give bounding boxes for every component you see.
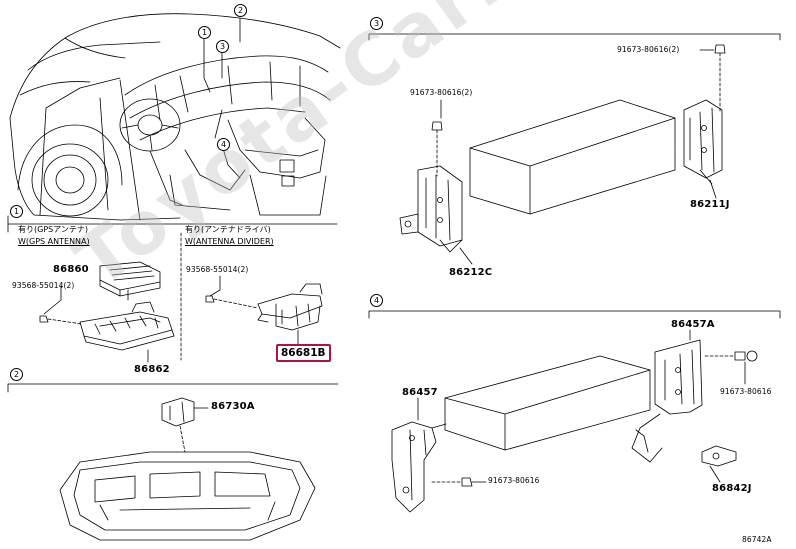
part-86457a[interactable]: 86457A xyxy=(671,319,715,330)
receiver-box-4 xyxy=(444,355,651,451)
clip-86842j-drawing xyxy=(701,445,737,483)
bolt-93568-left xyxy=(39,315,83,325)
gps-antenna-drawing xyxy=(99,261,161,297)
section-marker-2: 2 xyxy=(10,368,23,381)
car-interior-illustration xyxy=(9,13,341,221)
divider-variant-jp: 有り(アンテナドライバ) xyxy=(185,225,271,234)
bolt-91673-right xyxy=(704,350,758,362)
callout-1: 1 xyxy=(198,26,211,39)
part-86862[interactable]: 86862 xyxy=(134,364,170,375)
part-86212c[interactable]: 86212C xyxy=(449,267,493,278)
part-86457[interactable]: 86457 xyxy=(402,387,438,398)
section-marker-3: 3 xyxy=(370,17,383,30)
part-91673-bottom[interactable]: 91673-80616 xyxy=(488,476,540,485)
part-91673-left[interactable]: 91673-80616(2) xyxy=(410,88,473,97)
bracket-86457-drawing xyxy=(391,421,447,513)
gps-variant-jp: 有り(GPSアンテナ) xyxy=(18,225,89,234)
divider-variant-en: W(ANTENNA DIVIDER) xyxy=(185,237,274,246)
antenna-divider-drawing xyxy=(257,283,323,331)
section-marker-4: 4 xyxy=(370,294,383,307)
callout-2: 2 xyxy=(234,4,247,17)
part-86681b-highlighted[interactable]: 86681B xyxy=(276,344,331,362)
gps-variant-en: W(GPS ANTENNA) xyxy=(18,237,90,246)
part-91673-top[interactable]: 91673-80616(2) xyxy=(617,45,680,54)
callout-3: 3 xyxy=(216,40,229,53)
part-91673-right[interactable]: 91673-80616 xyxy=(720,387,772,396)
section-marker-1: 1 xyxy=(10,205,23,218)
switch-86730a-drawing xyxy=(161,397,209,427)
overhead-console-drawing xyxy=(59,451,316,541)
bracket-86212c-drawing xyxy=(399,165,463,253)
part-86860[interactable]: 86860 xyxy=(53,264,89,275)
bolt-93568-right xyxy=(205,295,259,309)
bolt-91673-bottom xyxy=(431,477,473,487)
callout-4: 4 xyxy=(217,138,230,151)
antenna-bracket-drawing xyxy=(79,301,175,363)
bolt-91673-left xyxy=(431,121,443,177)
part-86211j[interactable]: 86211J xyxy=(690,199,730,210)
bolt-91673-top xyxy=(714,44,726,113)
part-86842j[interactable]: 86842J xyxy=(712,483,752,494)
bracket-86457a-drawing xyxy=(631,339,703,463)
figure-code: 86742A xyxy=(742,535,772,544)
part-93568-left[interactable]: 93568-55014(2) xyxy=(12,281,75,290)
receiver-box-3 xyxy=(469,99,676,215)
part-86730a[interactable]: 86730A xyxy=(211,401,255,412)
bracket-86211j-drawing xyxy=(683,99,723,185)
part-93568-right[interactable]: 93568-55014(2) xyxy=(186,265,249,274)
